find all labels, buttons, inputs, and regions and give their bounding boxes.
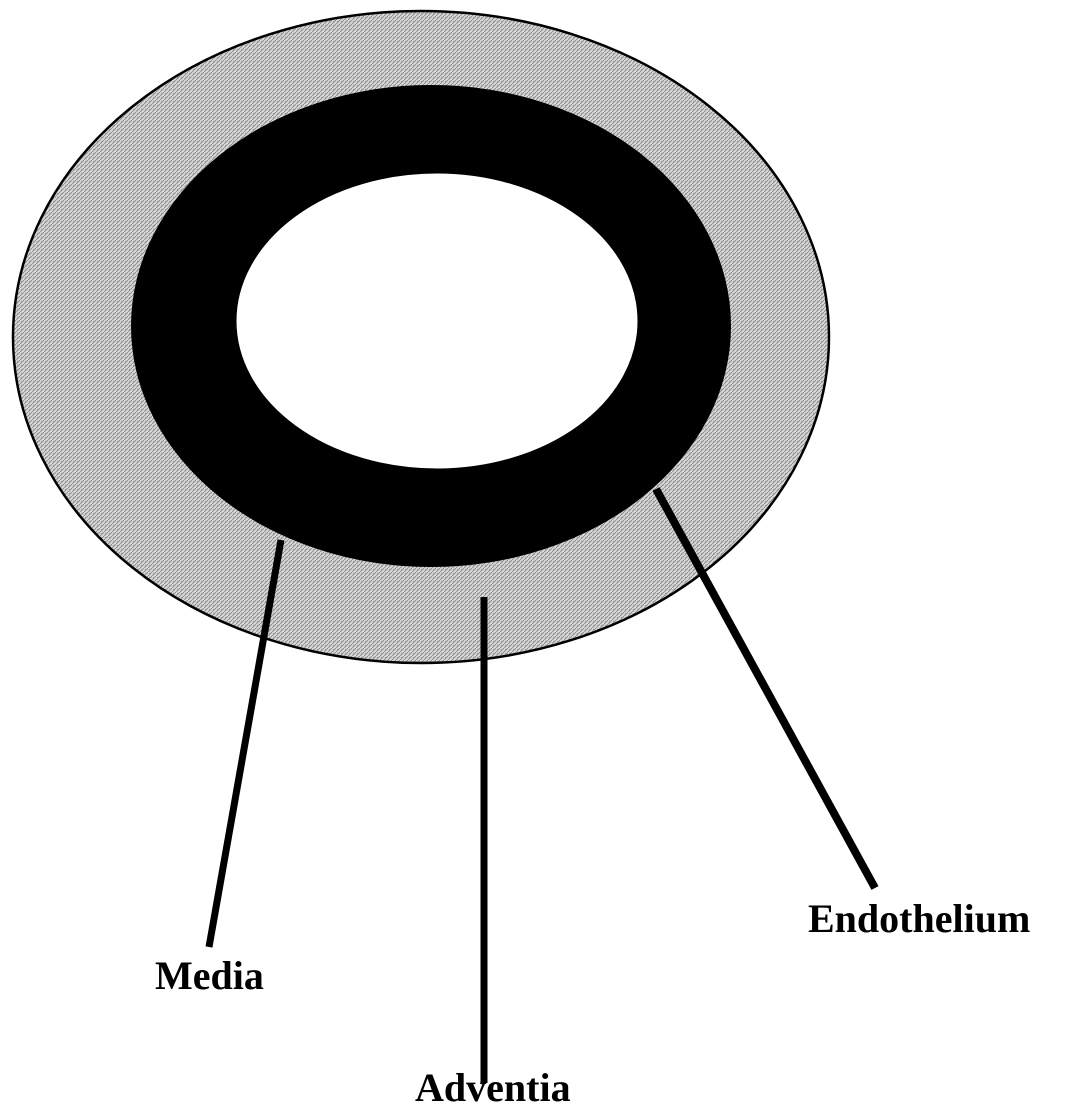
adventia-label: Adventia (415, 1068, 571, 1108)
media-label: Media (155, 956, 264, 996)
endothelium-label: Endothelium (808, 899, 1030, 939)
lumen (236, 173, 638, 469)
endothelium-leader-line (656, 489, 875, 888)
